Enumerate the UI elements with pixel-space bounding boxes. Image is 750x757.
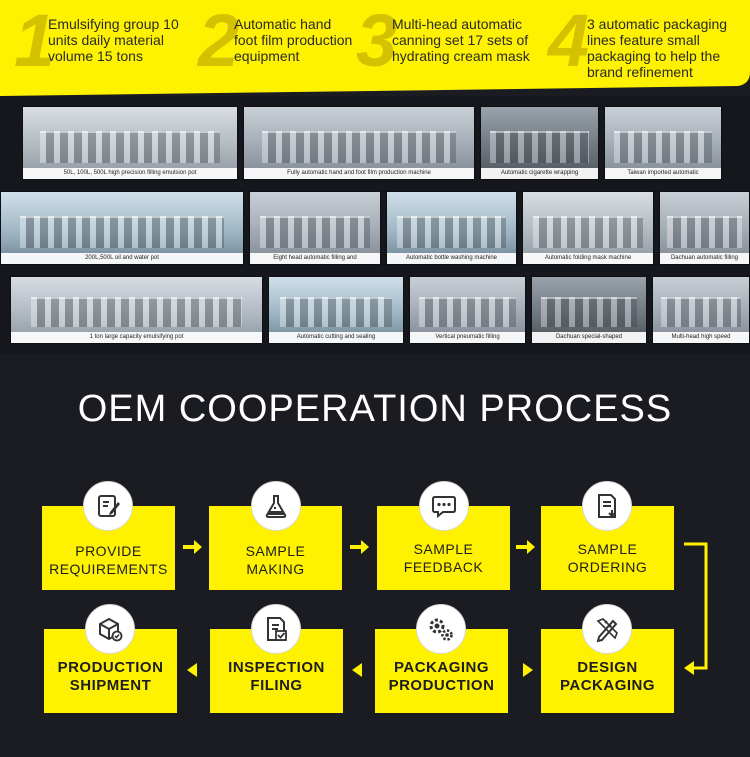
step-line-2: PRODUCTION bbox=[388, 677, 495, 694]
equipment-photo-grid: 50L, 100L, 500L high precision filling e… bbox=[0, 96, 750, 354]
step-line-1: DESIGN bbox=[577, 659, 638, 676]
equipment-photo: Automatic folding mask machine bbox=[522, 191, 654, 265]
step-line-1: SAMPLE bbox=[577, 541, 638, 557]
photo-caption: Eight head automatic filling and bbox=[250, 253, 380, 264]
chat-bubble-icon bbox=[419, 481, 469, 531]
step-line-1: INSPECTION bbox=[228, 659, 325, 676]
package-box-icon bbox=[85, 604, 135, 654]
photo-caption: Taiwan imported automatic bbox=[605, 168, 721, 179]
equipment-photo: 1 ton large capacity emulsifying pot bbox=[10, 276, 263, 344]
arrow-left-icon bbox=[187, 663, 197, 677]
feature-text: Emulsifying group 10 units daily materia… bbox=[48, 16, 179, 64]
feature-number: 2 bbox=[198, 0, 240, 82]
equipment-photo: Taiwan imported automatic bbox=[604, 106, 722, 180]
photo-caption: Automatic bottle washing machine bbox=[387, 253, 516, 264]
step-line-2: MAKING bbox=[246, 561, 305, 577]
feature-number: 4 bbox=[548, 0, 590, 82]
gears-icon bbox=[416, 604, 466, 654]
arrow-left-icon bbox=[352, 663, 362, 677]
equipment-photo: 50L, 100L, 500L high precision filling e… bbox=[22, 106, 238, 180]
step-line-2: SHIPMENT bbox=[69, 677, 152, 694]
photo-caption: Dachuan special-shaped bbox=[532, 332, 646, 343]
photo-caption: Multi-head high speed bbox=[653, 332, 749, 343]
arrow-right-icon bbox=[350, 540, 369, 554]
arrow-right-icon bbox=[183, 540, 202, 554]
photo-caption: 200L,500L oil and water pot bbox=[1, 253, 243, 264]
step-line-1: PROVIDE bbox=[75, 543, 142, 559]
order-document-icon bbox=[582, 481, 632, 531]
feature-banner: 1 Emulsifying group 10 units daily mater… bbox=[0, 0, 750, 96]
equipment-photo: Dachuan special-shaped bbox=[531, 276, 647, 344]
photo-caption: 1 ton large capacity emulsifying pot bbox=[11, 332, 262, 343]
photo-caption: Vertical pneumatic filling bbox=[410, 332, 525, 343]
equipment-photo: Multi-head high speed bbox=[652, 276, 750, 344]
equipment-photo: Automatic bottle washing machine bbox=[386, 191, 517, 265]
equipment-photo: Automatic cigarette wrapping bbox=[480, 106, 599, 180]
photo-caption: 50L, 100L, 500L high precision filling e… bbox=[23, 168, 237, 179]
step-line-2: PACKAGING bbox=[559, 677, 656, 694]
equipment-photo: Eight head automatic filling and bbox=[249, 191, 381, 265]
step-line-2: FEEDBACK bbox=[403, 559, 484, 575]
photo-caption: Automatic cigarette wrapping bbox=[481, 168, 598, 179]
process-title: OEM COOPERATION PROCESS bbox=[77, 388, 673, 430]
design-tools-icon bbox=[582, 604, 632, 654]
checklist-icon bbox=[251, 604, 301, 654]
banner-background bbox=[0, 0, 750, 96]
arrow-right-icon bbox=[516, 540, 535, 554]
equipment-photo: Dachuan automatic filling bbox=[659, 191, 750, 265]
step-line-1: PACKAGING bbox=[393, 659, 490, 676]
equipment-photo: 200L,500L oil and water pot bbox=[0, 191, 244, 265]
step-line-2: ORDERING bbox=[567, 559, 648, 575]
arrow-left-icon bbox=[523, 663, 533, 677]
photo-caption: Automatic cutting and sealing bbox=[269, 332, 403, 343]
equipment-photo: Automatic cutting and sealing bbox=[268, 276, 404, 344]
feature-number: 1 bbox=[14, 0, 56, 82]
feature-text: Multi-head automatic canning set 17 sets… bbox=[392, 16, 530, 64]
equipment-photo: Vertical pneumatic filling bbox=[409, 276, 526, 344]
photo-caption: Dachuan automatic filling bbox=[660, 253, 749, 264]
equipment-photo: Fully automatic hand and foot film produ… bbox=[243, 106, 475, 180]
photo-caption: Fully automatic hand and foot film produ… bbox=[244, 168, 474, 179]
feature-number: 3 bbox=[356, 0, 398, 82]
feature-text: Automatic hand foot film production equi… bbox=[234, 16, 353, 64]
connector-arrow-icon bbox=[684, 542, 708, 675]
feature-text: 3 automatic packaging lines feature smal… bbox=[587, 16, 728, 80]
step-line-1: SAMPLE bbox=[413, 541, 474, 557]
edit-document-icon bbox=[83, 481, 133, 531]
step-line-1: SAMPLE bbox=[245, 543, 306, 559]
step-line-1: PRODUCTION bbox=[57, 659, 164, 676]
lab-flask-icon bbox=[251, 481, 301, 531]
step-line-2: REQUIREMENTS bbox=[49, 561, 168, 577]
photo-caption: Automatic folding mask machine bbox=[523, 253, 653, 264]
step-line-2: FILING bbox=[250, 677, 303, 694]
